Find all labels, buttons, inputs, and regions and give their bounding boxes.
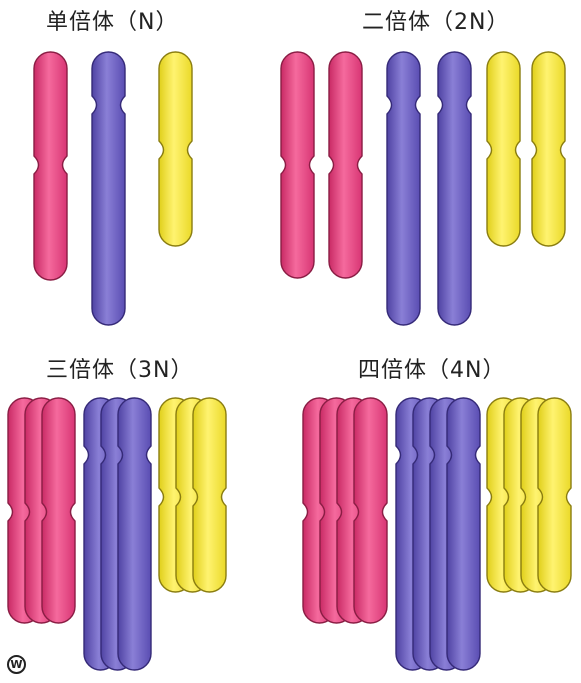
panel-title-tetraploid: 四倍体（4N） (358, 358, 506, 383)
panel-title-haploid: 单倍体（N） (46, 10, 179, 35)
chromosome-purple (386, 51, 421, 326)
chromosome-pink (41, 397, 76, 624)
chromosome-yellow (531, 51, 566, 247)
chromosome-pink (353, 397, 388, 624)
chromosome-purple (446, 397, 481, 671)
chromosome-pink (280, 51, 315, 279)
panel-haploid (33, 51, 193, 326)
chromosome-yellow (192, 397, 227, 593)
chromosome-layer (7, 51, 572, 671)
chromosome-purple (91, 51, 126, 326)
panel-tetraploid (302, 397, 572, 671)
chromosome-pink (328, 51, 363, 279)
panel-title-triploid: 三倍体（3N） (46, 358, 194, 383)
panel-title-diploid: 二倍体（2N） (362, 10, 510, 35)
chromosome-yellow (486, 51, 521, 247)
chromosome-pink (33, 51, 68, 281)
panel-triploid (7, 397, 227, 671)
chromosome-yellow (537, 397, 572, 593)
chromosome-purple (437, 51, 472, 326)
chromosome-yellow (158, 51, 193, 247)
panel-diploid (280, 51, 566, 326)
watermark-logo: W (7, 655, 26, 674)
chromosome-purple (117, 397, 152, 671)
